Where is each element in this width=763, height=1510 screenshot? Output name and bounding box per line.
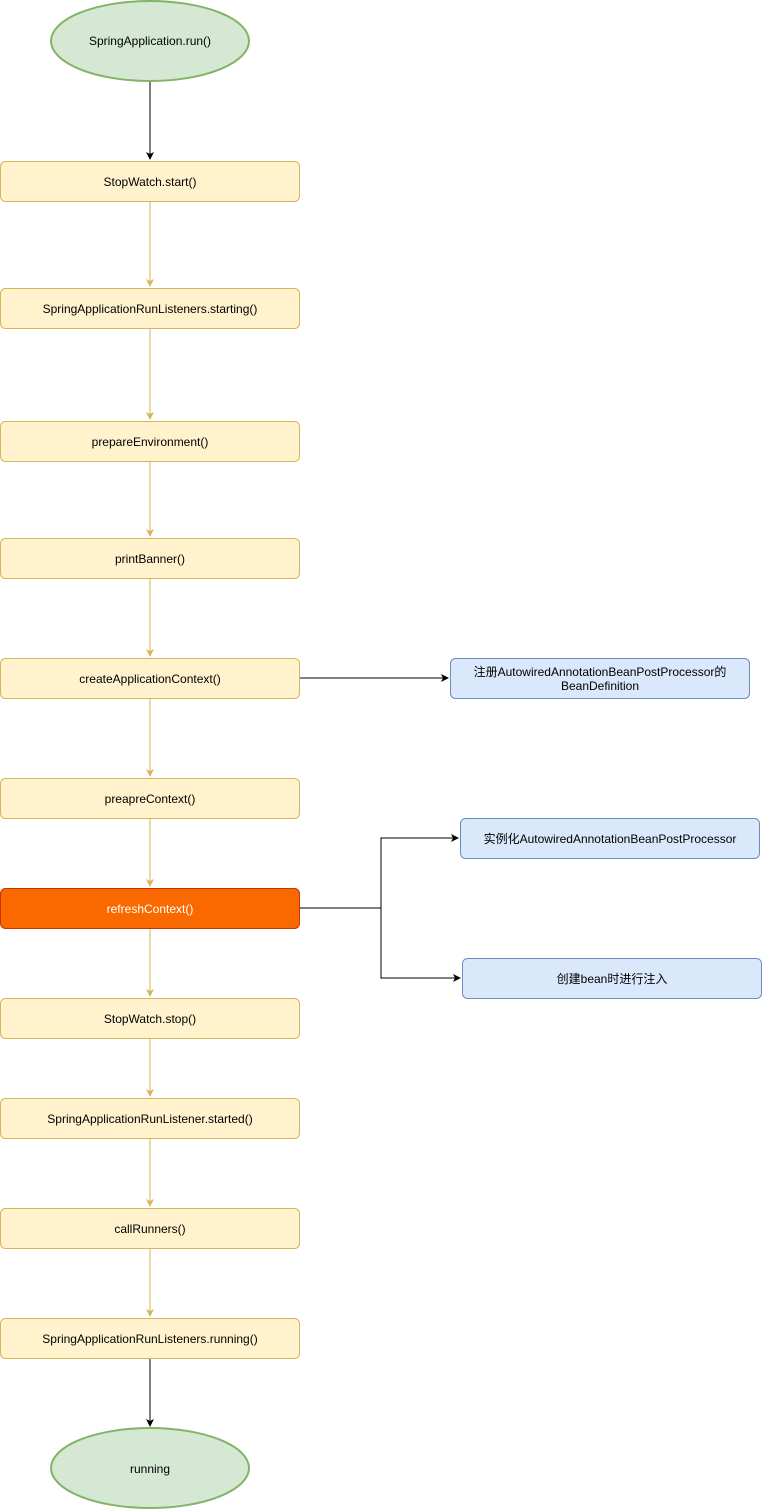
step-label: StopWatch.stop() — [104, 1012, 196, 1026]
step-label: refreshContext() — [107, 902, 194, 916]
step-create-application-context: createApplicationContext() — [0, 658, 300, 699]
step-prepare-environment: prepareEnvironment() — [0, 421, 300, 462]
step-listeners-starting: SpringApplicationRunListeners.starting() — [0, 288, 300, 329]
end-node: running — [50, 1427, 250, 1509]
note-register-bean-definition: 注册AutowiredAnnotationBeanPostProcessor的 … — [450, 658, 750, 699]
step-label: SpringApplicationRunListeners.running() — [42, 1332, 257, 1346]
step-listener-started: SpringApplicationRunListener.started() — [0, 1098, 300, 1139]
step-stopwatch-start: StopWatch.start() — [0, 161, 300, 202]
step-call-runners: callRunners() — [0, 1208, 300, 1249]
step-stopwatch-stop: StopWatch.stop() — [0, 998, 300, 1039]
step-listeners-running: SpringApplicationRunListeners.running() — [0, 1318, 300, 1359]
step-label: callRunners() — [114, 1222, 185, 1236]
step-label: printBanner() — [115, 552, 185, 566]
note-line-2: BeanDefinition — [561, 679, 639, 693]
connector-refresh-to-inject-note — [380, 908, 461, 982]
connector-refresh-to-instantiate-note — [300, 834, 459, 909]
note-inject-on-create: 创建bean时进行注入 — [462, 958, 762, 999]
start-node: SpringApplication.run() — [50, 0, 250, 82]
step-label: SpringApplicationRunListeners.starting() — [43, 302, 258, 316]
step-label: StopWatch.start() — [104, 175, 197, 189]
note-instantiate-processor: 实例化AutowiredAnnotationBeanPostProcessor — [460, 818, 760, 859]
step-preapre-context: preapreContext() — [0, 778, 300, 819]
note-line-1: 注册AutowiredAnnotationBeanPostProcessor的 — [474, 664, 727, 679]
end-node-label: running — [130, 1462, 170, 1476]
step-print-banner: printBanner() — [0, 538, 300, 579]
note-line-1: 实例化AutowiredAnnotationBeanPostProcessor — [484, 831, 737, 846]
note-line-1: 创建bean时进行注入 — [557, 971, 668, 986]
connectors — [146, 82, 461, 1427]
step-label: preapreContext() — [105, 792, 196, 806]
step-refresh-context: refreshContext() — [0, 888, 300, 929]
step-label: SpringApplicationRunListener.started() — [47, 1112, 252, 1126]
step-label: prepareEnvironment() — [92, 435, 209, 449]
start-node-label: SpringApplication.run() — [89, 34, 211, 48]
step-label: createApplicationContext() — [79, 672, 220, 686]
